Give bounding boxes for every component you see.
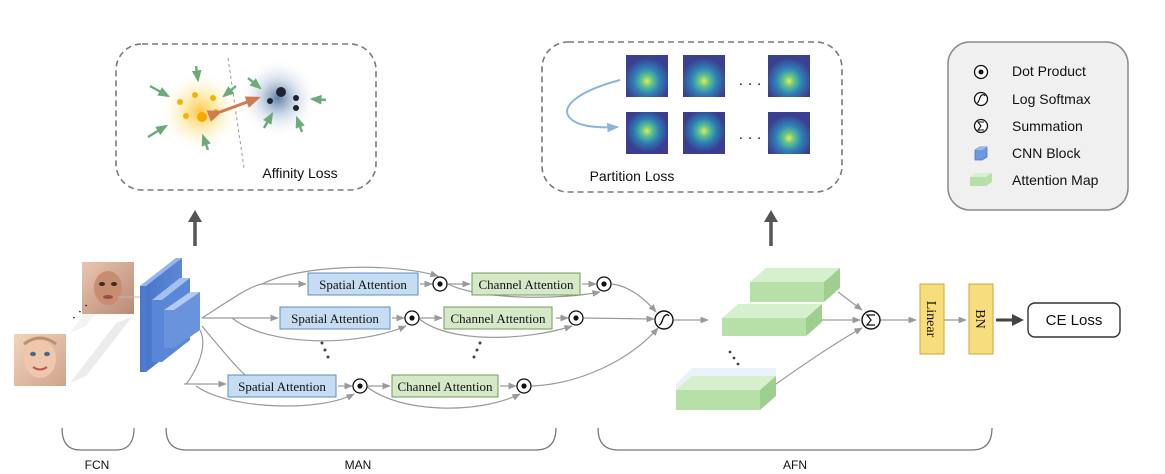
- cnn-block-icon: [974, 146, 988, 161]
- spatial-attention-label: Spatial Attention: [238, 379, 326, 394]
- dot-product-icon: [973, 64, 989, 80]
- intra-class-arrows: [147, 65, 327, 151]
- man-bracket: [165, 427, 557, 451]
- partition-arrow: [566, 79, 621, 133]
- heatmap-row-2: · · ·: [626, 112, 810, 154]
- man-row-1: Spatial Attention Channel Attention: [307, 272, 612, 296]
- bn-layer: BN: [968, 283, 994, 355]
- ce-loss-label: CE Loss: [1046, 312, 1103, 329]
- heatmap-row-ellipsis: · · ·: [738, 129, 761, 146]
- dot-product-node: [568, 310, 584, 326]
- dot-product-node: [404, 310, 420, 326]
- fcn-bracket: [61, 427, 135, 451]
- afn-attention-maps: [676, 268, 840, 410]
- ce-loss-arrow: [996, 314, 1024, 326]
- spatial-attention-label: Spatial Attention: [319, 277, 407, 292]
- linear-layer: Linear: [919, 283, 945, 355]
- fcn-section-label: FCN: [85, 458, 110, 472]
- dot-product-node: [516, 378, 532, 394]
- inter-class-arrow: [206, 96, 261, 122]
- legend-label-cnn-block: CNN Block: [1012, 145, 1081, 161]
- heatmap-row-ellipsis: · · ·: [738, 75, 761, 92]
- affinity-loss-panel: Affinity Loss: [115, 43, 377, 191]
- partition-loss-label: Partition Loss: [590, 168, 675, 184]
- affinity-up-arrow: [188, 210, 202, 246]
- legend-label-dot-product: Dot Product: [1012, 63, 1086, 79]
- ce-loss-box: CE Loss: [1027, 302, 1121, 338]
- man-section-label: MAN: [345, 458, 372, 472]
- summation-node: [861, 310, 881, 330]
- legend-label-summation: Summation: [1012, 118, 1083, 134]
- section-brackets: [61, 427, 993, 451]
- dot-product-node: [352, 378, 368, 394]
- log-softmax-node: [654, 310, 674, 330]
- channel-attention-label: Channel Attention: [398, 379, 493, 394]
- channel-attention-label: Channel Attention: [479, 277, 574, 292]
- spatial-attention-label: Spatial Attention: [291, 311, 379, 326]
- legend-panel: Dot Product Log Softmax Summation CNN Bl…: [947, 41, 1129, 211]
- afn-connections: [775, 291, 967, 385]
- class-cluster-yellow: [158, 70, 242, 154]
- heatmap-row-1: · · ·: [626, 55, 810, 97]
- legend-label-attention-map: Attention Map: [1012, 172, 1099, 188]
- dot-product-node: [432, 276, 448, 292]
- linear-label: Linear: [923, 301, 938, 338]
- man-vertical-ellipses: [320, 341, 482, 359]
- afn-section-label: AFN: [783, 458, 807, 472]
- bn-label: BN: [972, 309, 987, 328]
- channel-attention-label: Channel Attention: [451, 311, 546, 326]
- attention-map-icon: [970, 173, 992, 186]
- summation-icon: [973, 118, 989, 134]
- class-cluster-blue: [238, 58, 318, 138]
- log-softmax-icon: [973, 91, 989, 107]
- partition-up-arrow: [764, 210, 778, 246]
- input-face-stack: · · ·: [14, 262, 134, 386]
- legend-label-log-softmax: Log Softmax: [1012, 91, 1091, 107]
- fcn-cnn-block: [140, 258, 200, 372]
- attention-map-ellipsis: [728, 350, 740, 366]
- man-row-2: Spatial Attention Channel Attention: [279, 306, 584, 330]
- dot-product-node: [596, 276, 612, 292]
- partition-loss-panel: · · · · · · Partition Loss: [541, 41, 843, 193]
- man-row-3: Spatial Attention Channel Attention: [227, 374, 532, 398]
- afn-bracket: [597, 427, 993, 451]
- affinity-loss-label: Affinity Loss: [262, 165, 337, 181]
- man-connections: [184, 266, 709, 409]
